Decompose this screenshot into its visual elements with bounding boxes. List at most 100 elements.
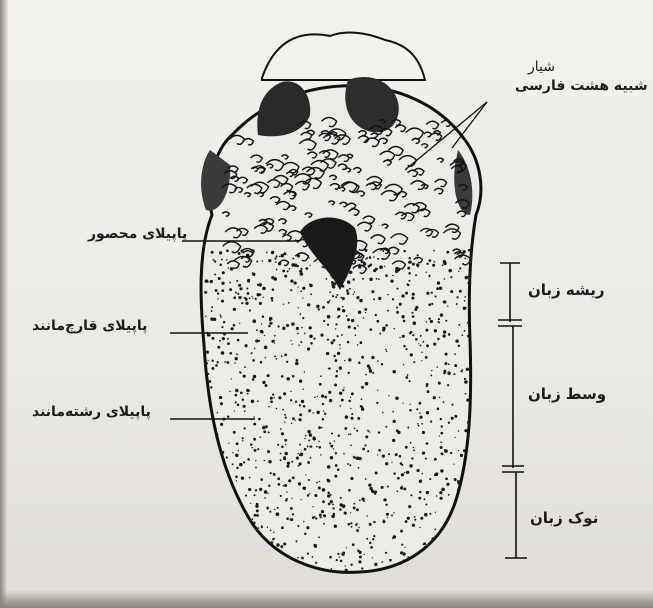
- papilla-dot: [228, 443, 229, 444]
- papilla-dot: [393, 564, 395, 566]
- papilla-dot: [327, 479, 330, 482]
- papilla-dot: [279, 256, 281, 258]
- papilla-dot: [401, 464, 403, 466]
- papilla-dot: [373, 298, 375, 300]
- papilla-dot: [426, 442, 429, 445]
- papilla-dot: [445, 320, 447, 322]
- papilla-dot: [343, 453, 345, 455]
- papilla-dot: [297, 254, 300, 257]
- papilla-dot: [339, 557, 340, 558]
- papilla-dot: [341, 399, 344, 402]
- papilla-dot: [339, 508, 342, 511]
- papilla-dot: [213, 318, 216, 321]
- papilla-dot: [358, 361, 361, 364]
- papilla-dot: [464, 380, 468, 384]
- papilla-dot: [305, 435, 307, 437]
- papilla-dot: [254, 514, 257, 517]
- papilla-dot: [272, 393, 274, 395]
- papilla-dot: [256, 509, 259, 512]
- papilla-dot: [262, 287, 266, 291]
- papilla-dot: [229, 391, 230, 392]
- papilla-dot: [271, 297, 274, 300]
- papilla-dot: [428, 303, 431, 306]
- papilla-dot: [439, 435, 440, 436]
- papilla-dot: [350, 397, 351, 398]
- papilla-dot: [330, 456, 333, 459]
- papilla-dot: [264, 460, 265, 461]
- papilla-dot: [408, 380, 410, 382]
- papilla-dot: [468, 249, 471, 252]
- papilla-dot: [273, 473, 276, 476]
- papilla-dot: [387, 294, 388, 295]
- papilla-dot: [221, 451, 224, 454]
- papilla-dot: [233, 324, 236, 327]
- papilla-dot: [416, 408, 418, 410]
- papilla-dot: [376, 402, 378, 404]
- papilla-dot: [363, 261, 365, 263]
- papilla-dot: [220, 316, 222, 318]
- papilla-dot: [210, 280, 213, 283]
- papilla-dot: [296, 359, 299, 362]
- papilla-dot: [454, 364, 457, 367]
- papilla-dot: [349, 288, 351, 290]
- papilla-dot: [255, 489, 257, 491]
- papilla-dot: [281, 254, 285, 258]
- papilla-dot: [376, 320, 379, 323]
- papilla-dot: [299, 404, 301, 406]
- papilla-dot: [217, 292, 219, 294]
- papilla-dot: [322, 306, 325, 309]
- papilla-dot: [440, 432, 443, 435]
- papilla-dot: [372, 557, 373, 558]
- papilla-dot: [300, 453, 304, 457]
- papilla-dot: [446, 251, 449, 254]
- papilla-dot: [304, 448, 307, 451]
- papilla-dot: [282, 269, 285, 272]
- papilla-dot: [326, 352, 329, 355]
- papilla-dot: [356, 430, 358, 432]
- papilla-dot: [396, 306, 398, 308]
- papilla-dot: [399, 455, 402, 458]
- papilla-dot: [283, 542, 286, 545]
- papilla-dot: [212, 360, 214, 362]
- papilla-dot: [350, 477, 353, 480]
- papilla-dot: [369, 370, 372, 373]
- papilla-dot: [312, 412, 314, 414]
- papilla-dot: [299, 418, 302, 421]
- papilla-dot: [405, 376, 408, 379]
- papilla-dot: [271, 251, 274, 254]
- papilla-dot: [365, 382, 369, 386]
- papilla-dot: [390, 279, 393, 282]
- papilla-dot: [342, 504, 346, 508]
- papilla-dot: [298, 286, 299, 287]
- papilla-dot: [309, 265, 310, 266]
- papilla-dot: [366, 538, 368, 540]
- papilla-dot: [227, 342, 230, 345]
- papilla-dot: [297, 453, 299, 455]
- papilla-dot: [466, 398, 469, 401]
- papilla-dot: [252, 359, 255, 362]
- papilla-dot: [350, 512, 351, 513]
- papilla-dot: [439, 397, 440, 398]
- papilla-dot: [448, 494, 450, 496]
- papilla-dot: [376, 278, 378, 280]
- papilla-dot: [366, 257, 368, 259]
- papilla-dot: [297, 333, 299, 335]
- papilla-dot: [401, 261, 402, 262]
- papilla-dot: [403, 250, 405, 252]
- papilla-dot: [349, 257, 352, 260]
- papilla-dot: [420, 517, 423, 520]
- papilla-dot: [439, 491, 442, 494]
- papilla-dot: [401, 294, 404, 297]
- papilla-dot: [242, 437, 244, 439]
- papilla-dot: [431, 303, 433, 305]
- papilla-dot: [357, 325, 359, 327]
- papilla-dot: [429, 259, 432, 262]
- papilla-dot: [419, 412, 421, 414]
- papilla-dot: [288, 302, 290, 304]
- papilla-dot: [443, 401, 445, 403]
- papilla-dot: [228, 267, 229, 268]
- papilla-dot: [327, 301, 330, 304]
- papilla-dot: [255, 339, 258, 342]
- papilla-dot: [318, 487, 321, 490]
- papilla-dot: [244, 366, 246, 368]
